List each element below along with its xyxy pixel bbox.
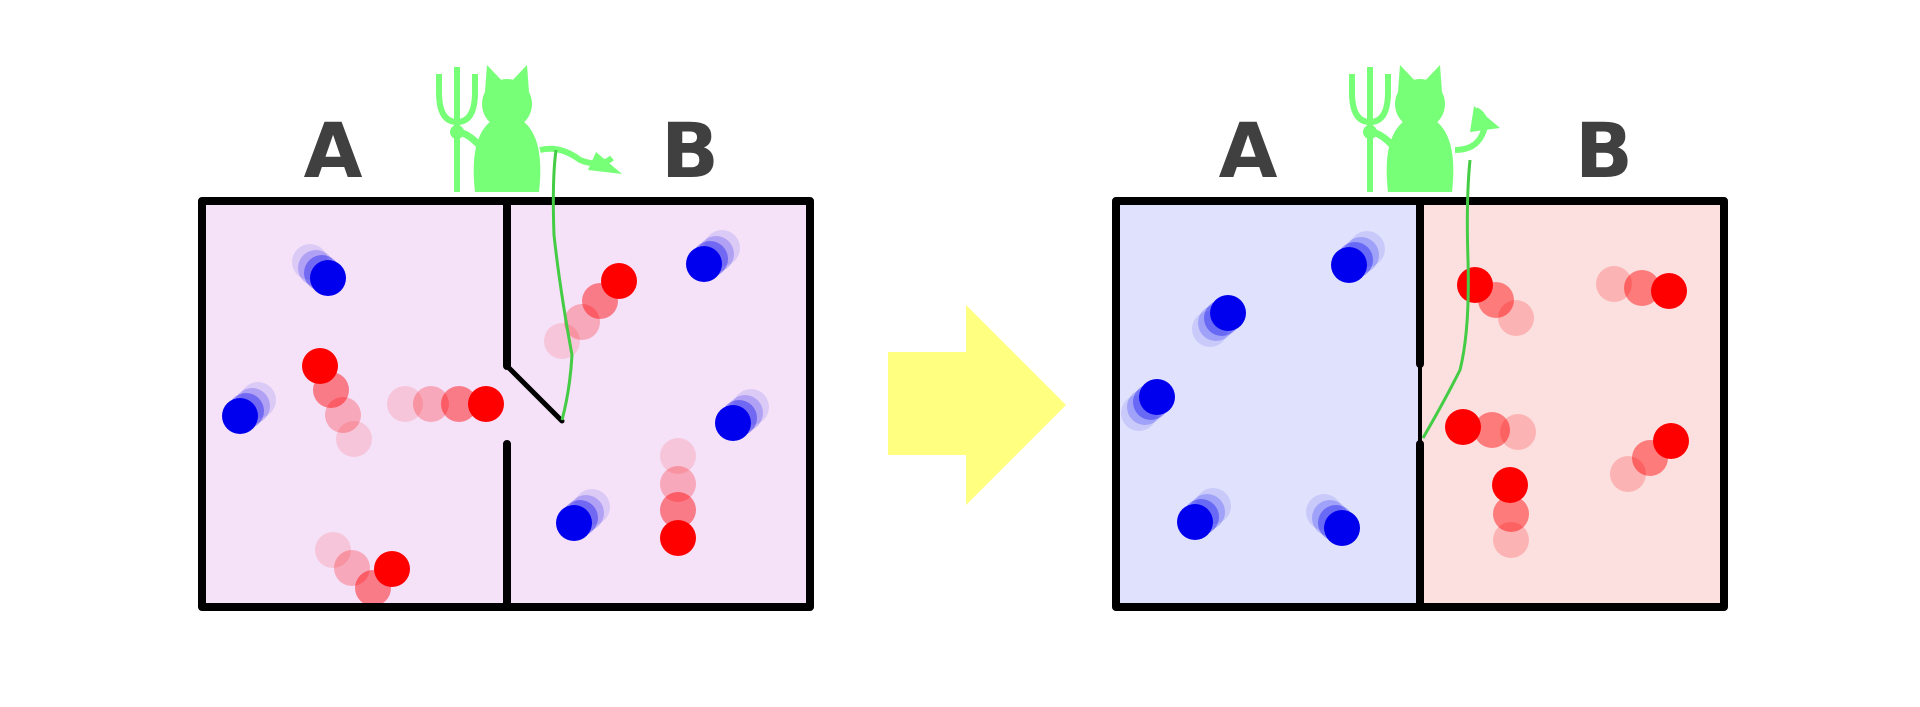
door-string-right [1421,159,1472,439]
demon-tail-tip-right [1470,106,1500,132]
box-b-after [1420,201,1724,607]
label-a-after: A [1219,106,1278,195]
label-b-before: B [661,106,719,195]
red-particles-after [1445,266,1689,558]
door-open [504,363,565,424]
red-particles-before [302,263,696,606]
door-string-left [551,149,574,421]
label-b-after: B [1575,106,1633,195]
label-a-before: A [304,106,363,195]
demon-icon-right [1352,65,1453,192]
right-arrow-icon [888,305,1066,505]
demon-icon-left [439,65,540,192]
panel-after: A B [1112,65,1728,611]
demon-tail-tip-left [588,152,622,174]
panel-before: A B [198,65,814,611]
